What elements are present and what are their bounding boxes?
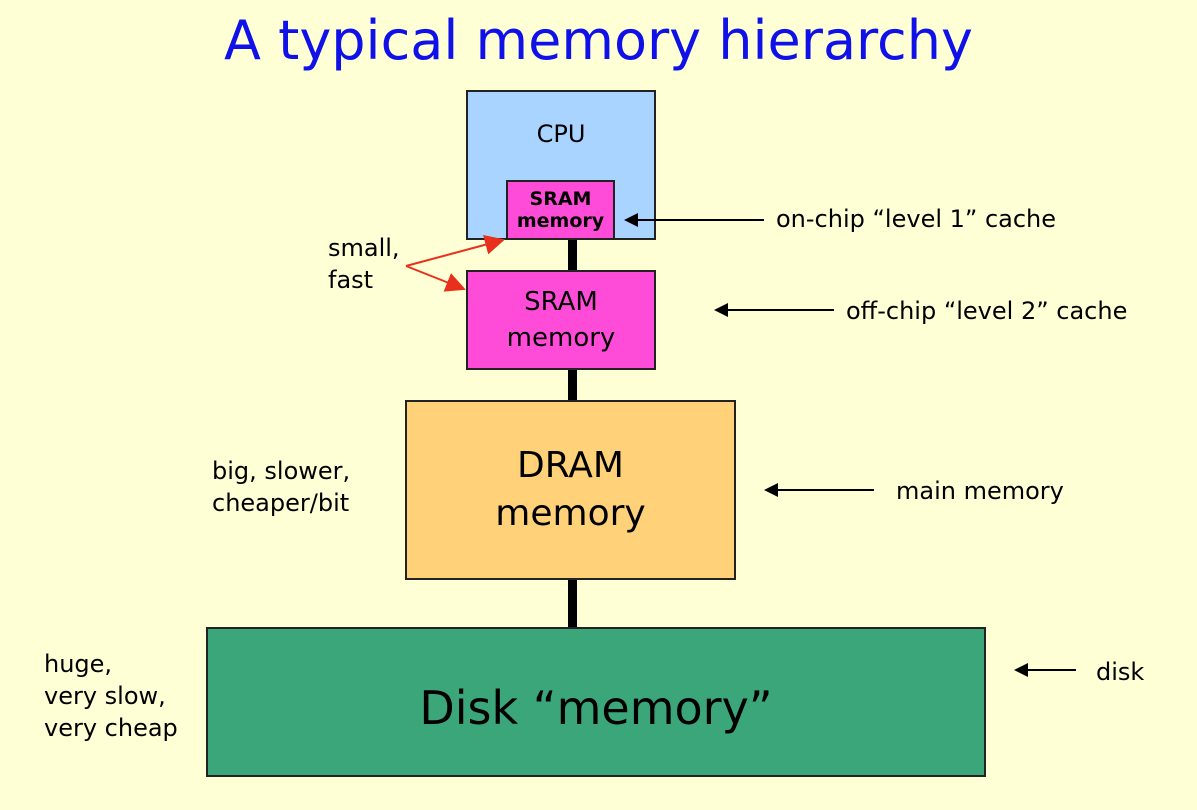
disk-side-label: disk: [1096, 658, 1145, 686]
l1-pointer-arrow: [624, 213, 764, 227]
main-memory-label: main memory: [896, 477, 1064, 505]
disk-box: Disk “memory”: [206, 627, 986, 777]
arrow-to-l1: [405, 235, 505, 267]
disk-label: Disk “memory”: [419, 681, 773, 735]
l2-line1: SRAM: [524, 287, 598, 317]
l2-cache-label: off-chip “level 2” cache: [846, 297, 1128, 325]
l1-line2: memory: [516, 210, 605, 232]
small-fast-label: small, fast: [328, 234, 400, 294]
l1-cache-label: on-chip “level 1” cache: [776, 205, 1057, 233]
arrow-to-l2: [405, 265, 466, 292]
dram-pointer-arrow: [764, 483, 874, 497]
l2-sram-box: SRAM memory: [466, 270, 656, 370]
l2-line2: memory: [506, 323, 616, 353]
connector-dram-disk: [568, 578, 577, 628]
huge-slow-label: huge, very slow, very cheap: [44, 650, 178, 742]
l1-sram-box: SRAM memory: [506, 180, 615, 240]
connector-l2-dram: [568, 368, 577, 402]
l2-pointer-arrow: [714, 303, 834, 317]
dram-line2: memory: [495, 493, 646, 534]
big-slower-label: big, slower, cheaper/bit: [212, 457, 351, 517]
dram-box: DRAM memory: [405, 400, 736, 580]
page-title: A typical memory hierarchy: [224, 9, 973, 72]
dram-line1: DRAM: [517, 445, 624, 486]
disk-pointer-arrow: [1014, 663, 1076, 677]
l1-line1: SRAM: [529, 188, 592, 210]
connector-cpu-l2: [568, 238, 577, 272]
cpu-label: CPU: [536, 120, 586, 148]
